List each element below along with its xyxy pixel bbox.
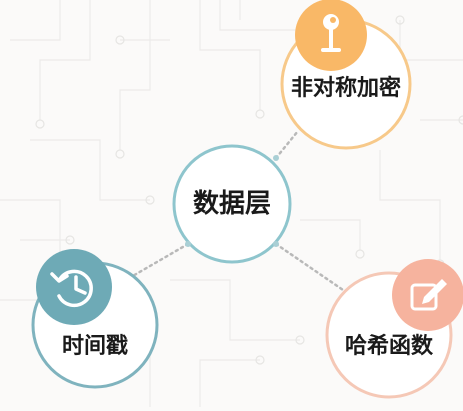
- right-node-label: 哈希函数: [344, 333, 434, 359]
- top-node-label: 非对称加密: [290, 75, 402, 101]
- center-node-circle: [172, 144, 292, 264]
- left-node-label: 时间戳: [61, 333, 129, 359]
- connector-right: [274, 242, 348, 294]
- center-node-label: 数据层: [192, 189, 272, 219]
- history-clock-icon: [50, 269, 93, 308]
- center-node-dot-ne: [273, 155, 279, 161]
- left-node-badge: [36, 249, 112, 325]
- center-node-dot-sw: [185, 241, 191, 247]
- connector-left: [129, 242, 190, 279]
- center-node-dot-se: [273, 241, 279, 247]
- edit-icon: [410, 279, 447, 311]
- connector-top: [274, 129, 300, 160]
